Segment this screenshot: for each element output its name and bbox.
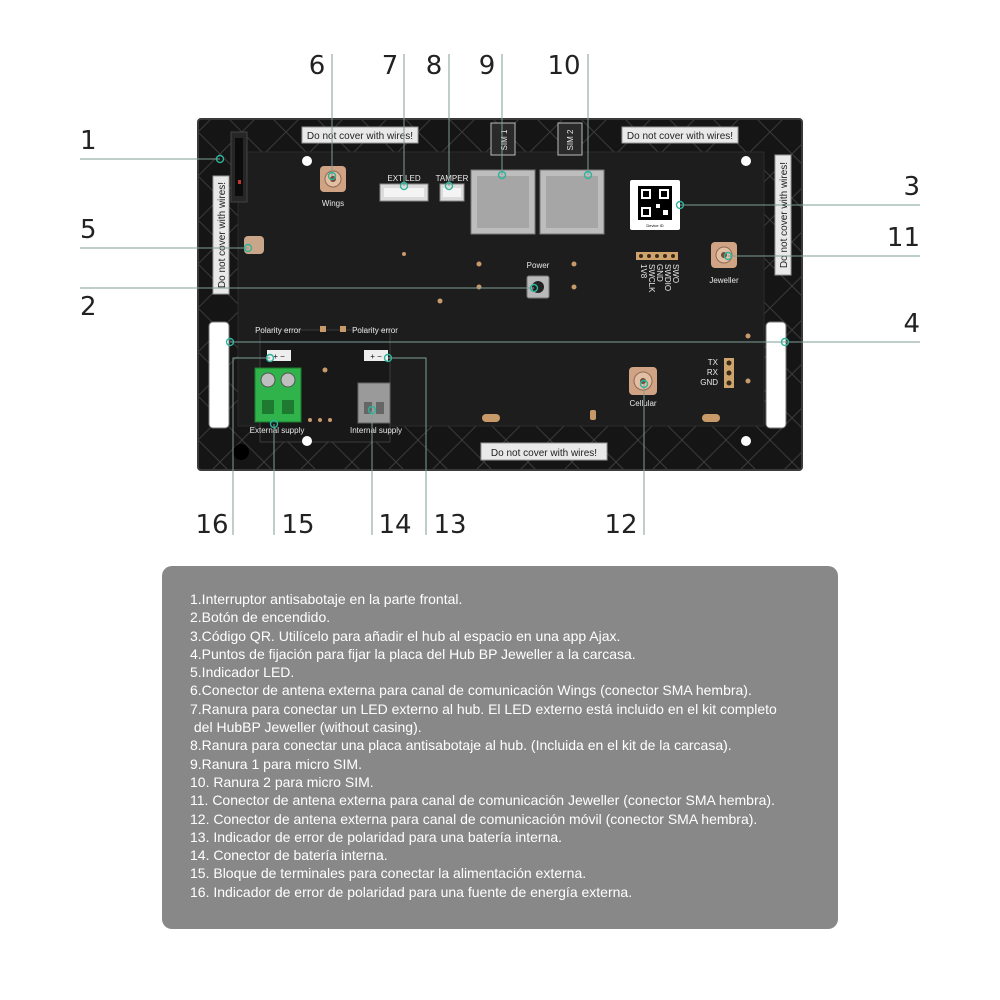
warning-label-bottom: Do not cover with wires! (480, 442, 608, 461)
jeweller-connector: Jeweller (709, 242, 739, 285)
legend-item: 11. Conector de antena externa para cana… (190, 792, 775, 809)
device-id-label: Device ID (646, 223, 663, 228)
corner-hole (233, 444, 249, 460)
warning-label-top-right: Do not cover with wires! (621, 126, 739, 144)
pin-label: SWO (671, 264, 680, 283)
qr-code: Device ID (630, 180, 680, 230)
sim-slot-1: SIM 1 (470, 122, 536, 235)
callout-15: 15 (281, 510, 314, 540)
uart-pads: TX RX GND (700, 358, 734, 388)
board-diagram: Do not cover with wires! Do not cover wi… (80, 51, 920, 540)
sim1-label: SIM 1 (500, 129, 509, 150)
callout-1: 1 (80, 126, 97, 156)
fixing-slot-right (765, 321, 787, 429)
legend-item: 13. Indicador de error de polaridad para… (190, 828, 563, 845)
legend-item: 4.Puntos de fijación para fijar la placa… (190, 645, 636, 662)
callout-10: 10 (547, 51, 580, 81)
gnd-label: GND (700, 378, 718, 387)
tamper-switch (230, 131, 248, 203)
internal-supply-connector: Internal supply (350, 382, 402, 435)
callout-14: 14 (378, 510, 411, 540)
callout-6: 6 (309, 51, 326, 81)
polarity-error-label: Polarity error (255, 326, 301, 335)
debug-header: 1V8 SWCLK GND SWDIO SWO (636, 252, 680, 293)
warning-text: Do not cover with wires! (779, 162, 790, 268)
pin-label: SWCLK (647, 264, 656, 293)
callout-numbers: 1 2 3 4 5 6 7 8 9 10 11 12 13 14 15 16 (80, 51, 920, 540)
legend-item: 2.Botón de encendido. (190, 609, 331, 626)
callout-2: 2 (80, 292, 97, 322)
power-label: Power (527, 261, 550, 270)
callout-8: 8 (426, 51, 443, 81)
sim-slot-2: SIM 2 (539, 122, 605, 235)
legend-item: 6.Conector de antena externa para canal … (190, 682, 752, 699)
callout-5: 5 (80, 215, 97, 245)
warning-label-top-left: Do not cover with wires! (301, 126, 419, 144)
legend-item: 1.Interruptor antisabotaje en la parte f… (190, 591, 463, 607)
legend-item: 8.Ranura para conectar una placa antisab… (190, 737, 732, 754)
external-supply-label: External supply (250, 426, 305, 435)
svg-text:+ −: + − (370, 352, 382, 361)
warning-text: Do not cover with wires! (627, 131, 733, 142)
internal-supply-label: Internal supply (350, 426, 402, 435)
legend-item: 12. Conector de antena externa para cana… (190, 810, 758, 827)
mounting-holes (302, 156, 751, 446)
polarity-error-external: Polarity error + − (255, 326, 301, 361)
callout-11: 11 (887, 223, 920, 253)
tamper-label: TAMPER (436, 174, 469, 183)
warning-text: Do not cover with wires! (491, 448, 597, 459)
pin-label: SWDIO (663, 264, 672, 291)
callout-9: 9 (479, 51, 496, 81)
legend-item: 3.Código QR. Utilícelo para añadir el hu… (190, 627, 621, 644)
callout-3: 3 (903, 172, 920, 202)
legend-item: 14. Conector de batería interna. (190, 847, 388, 864)
cellular-label: Cellular (629, 399, 656, 408)
callout-12: 12 (604, 510, 637, 540)
power-button: Power (526, 261, 550, 299)
callout-7: 7 (382, 51, 399, 81)
sim2-label: SIM 2 (566, 129, 575, 150)
leader-lines (80, 54, 920, 535)
warning-text: Do not cover with wires! (307, 131, 413, 142)
external-supply-terminal: External supply (250, 367, 305, 435)
rx-label: RX (707, 368, 719, 377)
pin-label: GND (655, 264, 664, 282)
warning-label-left: Do not cover with wires! (212, 175, 230, 295)
polarity-error-label: Polarity error (352, 326, 398, 335)
legend-item: del HubBP Jeweller (without casing). (190, 719, 422, 736)
legend-item: 7.Ranura para conectar un LED externo al… (190, 700, 777, 717)
warning-text: Do not cover with wires! (217, 182, 228, 288)
legend-item: 15. Bloque de terminales para conectar l… (190, 865, 587, 882)
tx-label: TX (708, 358, 719, 367)
jeweller-label: Jeweller (709, 276, 739, 285)
legend-panel: 1.Interruptor antisabotaje en la parte f… (162, 566, 838, 929)
legend-item: 16. Indicador de error de polaridad para… (190, 883, 633, 900)
legend-item: 9.Ranura 1 para micro SIM. (190, 755, 362, 772)
callout-4: 4 (903, 309, 920, 339)
callout-13: 13 (433, 510, 466, 540)
fixing-slot-left (208, 321, 230, 429)
led-indicator (244, 236, 264, 254)
warning-label-right: Do not cover with wires! (774, 154, 792, 276)
callout-16: 16 (195, 510, 228, 540)
wings-label: Wings (322, 199, 344, 208)
polarity-error-internal: Polarity error + − (352, 326, 398, 361)
legend-item: 5.Indicador LED. (190, 664, 295, 681)
legend-item: 10. Ranura 2 para micro SIM. (190, 773, 374, 790)
pin-label: 1V8 (639, 264, 648, 279)
svg-text:+ −: + − (273, 352, 285, 361)
